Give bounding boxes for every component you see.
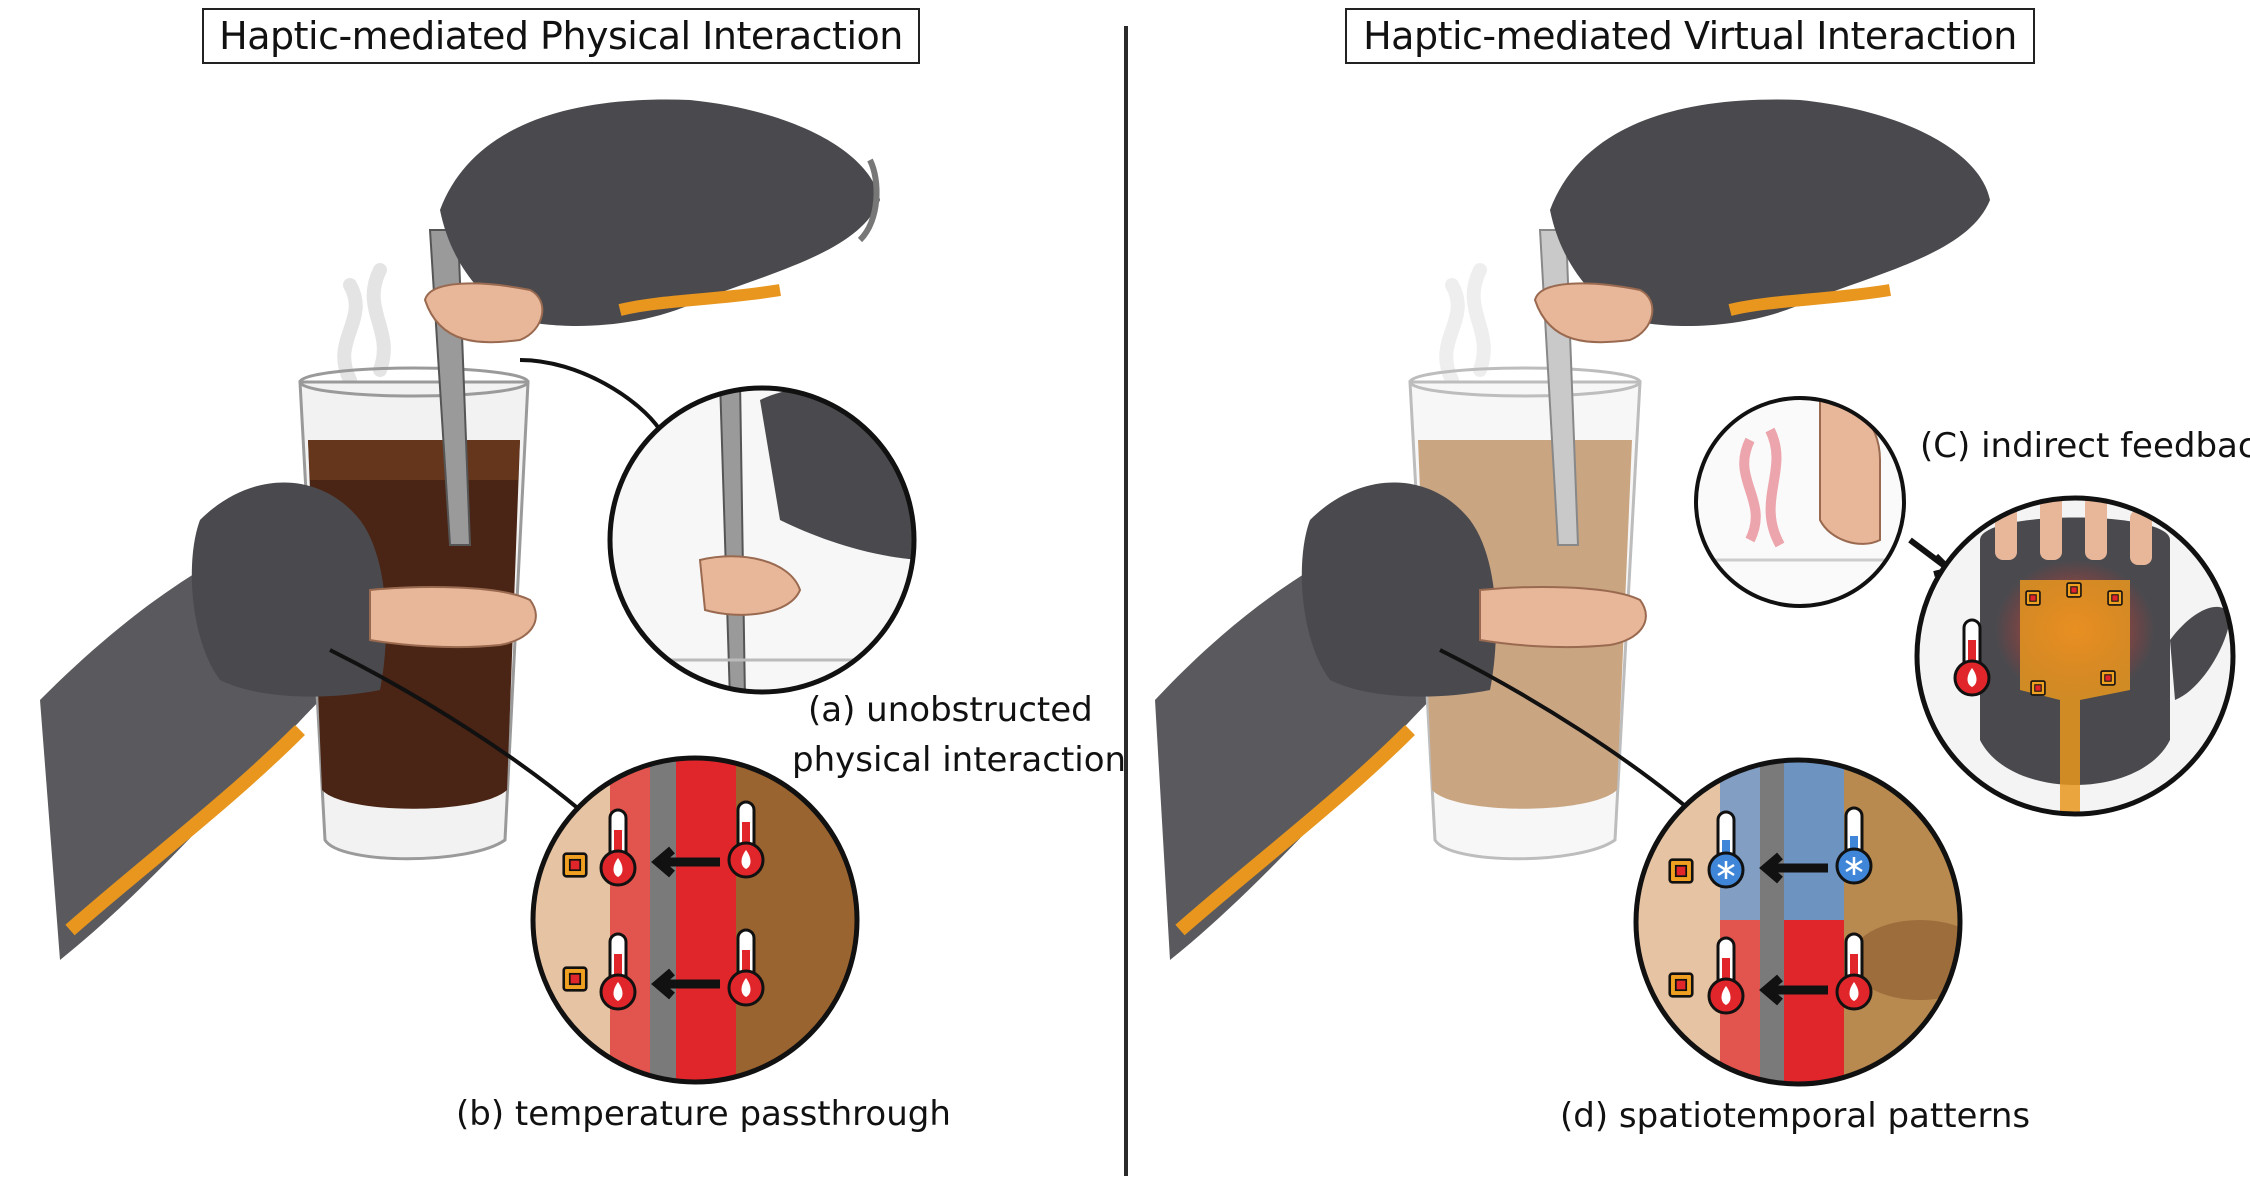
heater-pad-icon [562,852,588,878]
panel-divider [1124,26,1128,1176]
arrow-left-icon [1759,852,1828,884]
heater-pad-icon [1668,858,1694,884]
caption-d: (d) spatiotemporal patterns [1560,1096,2031,1136]
heater-pad-icon [2107,590,2123,606]
caption-a-line2: physical interaction [792,740,1127,780]
caption-c: (C) indirect feedback [1920,426,2250,466]
callout-indirect-feedback-glove [1914,495,2236,817]
heater-pad-icon [2030,680,2046,696]
heater-pad-icon [1668,972,1694,998]
caption-a-line1: (a) unobstructed [808,690,1093,730]
callout-unobstructed [607,385,917,695]
physical-scene [40,99,880,960]
heater-pad-icon [2066,582,2082,598]
callout-indirect-feedback-source [1694,396,1906,608]
arrow-left-icon [651,968,720,1000]
heater-pad-icon [2100,670,2116,686]
virtual-scene [1155,99,1990,960]
callout-temperature-passthrough [530,755,860,1085]
heater-pad-icon [562,966,588,992]
title-physical-interaction: Haptic-mediated Physical Interaction [202,8,920,64]
title-virtual-interaction: Haptic-mediated Virtual Interaction [1345,8,2035,64]
callout-spatiotemporal-patterns [1633,757,1963,1087]
caption-b: (b) temperature passthrough [456,1094,951,1134]
heater-pad-icon [2025,590,2041,606]
arrow-left-icon [651,846,720,878]
arrow-left-icon [1759,974,1828,1006]
